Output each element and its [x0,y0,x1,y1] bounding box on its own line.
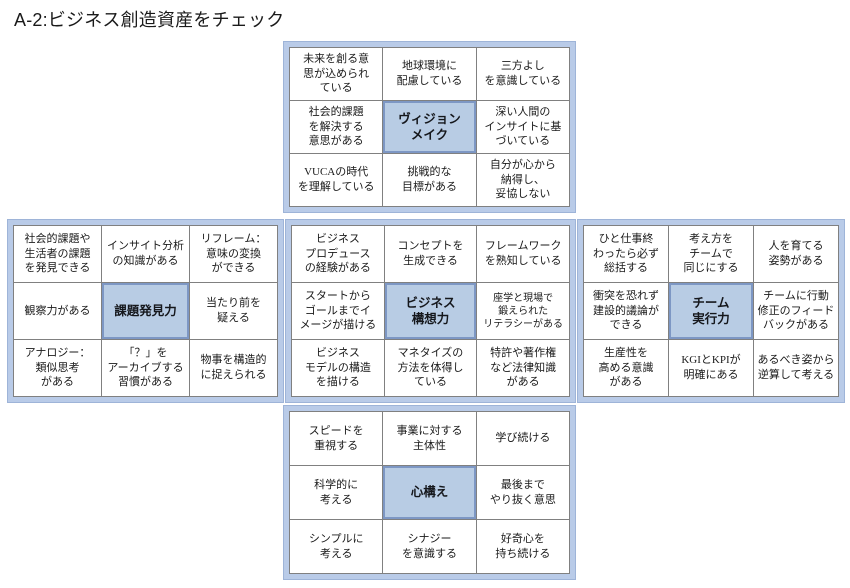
matrix-center-cell-team[interactable]: チーム 実行力 [669,283,753,339]
matrix-grid-vision: 未来を創る意 思が込められ ている 地球環境に 配慮している 三方よし を意識し… [289,47,570,207]
matrix-center-cell-vision[interactable]: ヴィジョン メイク [383,101,476,153]
matrix-cell[interactable]: 科学的に 考える [290,466,383,519]
matrix-center-cell-mindset[interactable]: 心構え [383,466,476,519]
matrix-cell[interactable]: 学び続ける [476,412,569,465]
matrix-cell[interactable]: 考え方を チームで 同じにする [669,226,753,282]
matrix-cell[interactable]: マネタイズの 方法を体得し ている [384,340,477,396]
matrix-cell[interactable]: 深い人間の インサイトに基 づいている [476,101,569,153]
matrix-cell[interactable]: 社会的課題や 生活者の課題 を発見できる [14,226,101,282]
matrix-grid-business: ビジネス プロデュース の経験がある コンセプトを 生成できる フレームワーク … [291,225,570,397]
matrix-center-cell-business[interactable]: ビジネス 構想力 [384,283,477,339]
matrix-cell[interactable]: 物事を構造的 に捉えられる [190,340,277,396]
matrix-cell[interactable]: 好奇心を 持ち続ける [476,520,569,573]
matrix-cell[interactable]: 未来を創る意 思が込められ ている [290,48,383,100]
matrix-cell[interactable]: KGIとKPIが 明確にある [669,340,753,396]
matrix-block-mindset: スピードを 重視する 事業に対する 主体性 学び続ける 科学的に 考える 心構え… [283,405,576,580]
matrix-cell[interactable]: 地球環境に 配慮している [383,48,476,100]
matrix-cell[interactable]: フレームワーク を熟知している [477,226,569,282]
matrix-block-vision: 未来を創る意 思が込められ ている 地球環境に 配慮している 三方よし を意識し… [283,41,576,213]
matrix-cell[interactable]: あるべき姿から 逆算して考える [754,340,838,396]
matrix-cell[interactable]: ひと仕事終 わったら必ず 総括する [584,226,668,282]
matrix-cell[interactable]: スタートから ゴールまでイ メージが描ける [292,283,384,339]
matrix-cell[interactable]: 生産性を 高める意識 がある [584,340,668,396]
matrix-cell[interactable]: 人を育てる 姿勢がある [754,226,838,282]
matrix-center-cell-issue[interactable]: 課題発見力 [102,283,189,339]
matrix-block-team: ひと仕事終 わったら必ず 総括する 考え方を チームで 同じにする 人を育てる … [577,219,845,403]
matrix-cell[interactable]: ビジネス プロデュース の経験がある [292,226,384,282]
matrix-block-issue: 社会的課題や 生活者の課題 を発見できる インサイト分析 の知識がある リフレー… [7,219,284,403]
matrix-cell[interactable]: 観察力がある [14,283,101,339]
matrix-cell[interactable]: リフレーム： 意味の変換 ができる [190,226,277,282]
matrix-cell[interactable]: 最後まで やり抜く意思 [476,466,569,519]
matrix-cell[interactable]: 当たり前を 疑える [190,283,277,339]
matrix-cell[interactable]: 挑戦的な 目標がある [383,154,476,206]
matrix-grid-team: ひと仕事終 わったら必ず 総括する 考え方を チームで 同じにする 人を育てる … [583,225,839,397]
matrix-cell[interactable]: 「？」を アーカイブする 習慣がある [102,340,189,396]
matrix-cell[interactable]: 事業に対する 主体性 [383,412,476,465]
matrix-cell[interactable]: シナジー を意識する [383,520,476,573]
matrix-cell[interactable]: 座学と現場で 鍛えられた リテラシーがある [477,283,569,339]
matrix-cell[interactable]: VUCAの時代 を理解している [290,154,383,206]
matrix-cell[interactable]: アナロジー： 類似思考 がある [14,340,101,396]
matrix-cell[interactable]: 三方よし を意識している [476,48,569,100]
page-title: A-2:ビジネス創造資産をチェック [14,10,285,30]
matrix-cell[interactable]: コンセプトを 生成できる [384,226,477,282]
matrix-cell[interactable]: 社会的課題 を解決する 意思がある [290,101,383,153]
matrix-cell[interactable]: 特許や著作権 など法律知識 がある [477,340,569,396]
matrix-block-business: ビジネス プロデュース の経験がある コンセプトを 生成できる フレームワーク … [285,219,576,403]
matrix-grid-issue: 社会的課題や 生活者の課題 を発見できる インサイト分析 の知識がある リフレー… [13,225,278,397]
matrix-cell[interactable]: スピードを 重視する [290,412,383,465]
matrix-cell[interactable]: ビジネス モデルの構造 を描ける [292,340,384,396]
matrix-cell[interactable]: 自分が心から 納得し、 妥協しない [476,154,569,206]
matrix-grid-mindset: スピードを 重視する 事業に対する 主体性 学び続ける 科学的に 考える 心構え… [289,411,570,574]
matrix-cell[interactable]: インサイト分析 の知識がある [102,226,189,282]
matrix-cell[interactable]: チームに行動 修正のフィード バックがある [754,283,838,339]
matrix-cell[interactable]: シンプルに 考える [290,520,383,573]
matrix-cell[interactable]: 衝突を恐れず 建設的議論が できる [584,283,668,339]
